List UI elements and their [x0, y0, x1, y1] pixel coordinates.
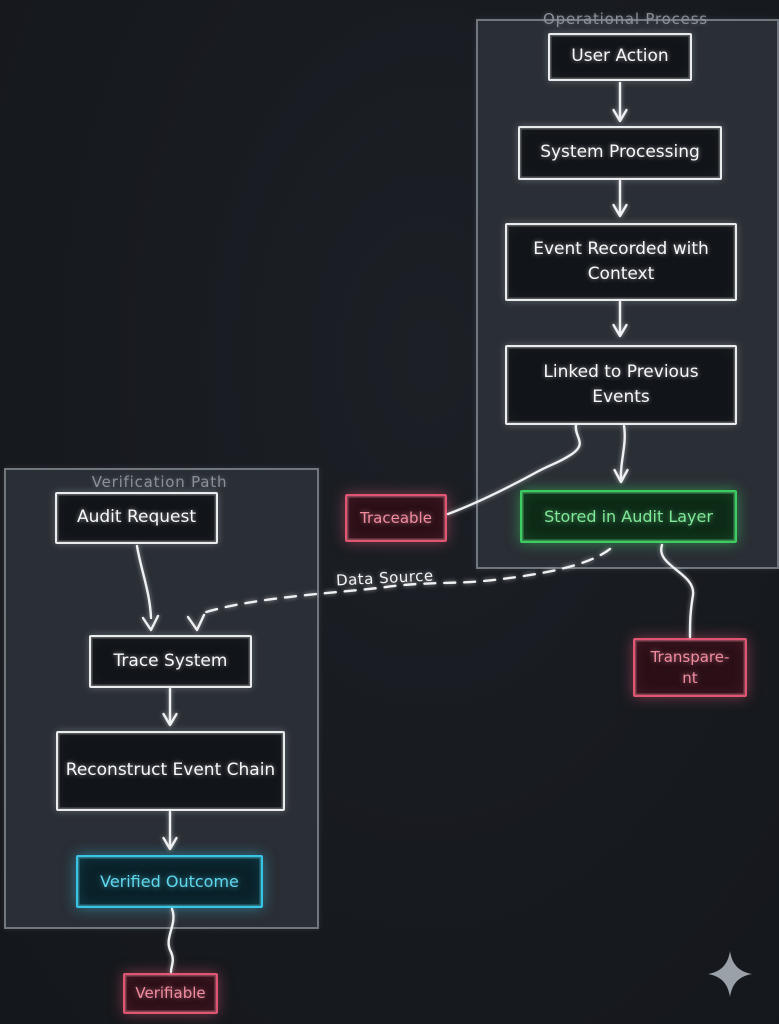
node-user-action: User Action: [548, 33, 692, 81]
group-verification-path: [4, 468, 319, 929]
node-system-processing: System Processing: [518, 126, 722, 180]
node-traceable: Traceable: [345, 494, 447, 542]
node-verified-outcome: Verified Outcome: [76, 855, 263, 908]
sparkle-icon: [708, 951, 752, 997]
node-trace-system: Trace System: [89, 635, 252, 688]
node-stored-in-audit-layer: Stored in Audit Layer: [520, 490, 737, 543]
node-linked-to-previous-events: Linked to Previous Events: [505, 345, 737, 425]
edge-label-data-source: Data Source: [335, 566, 435, 590]
node-verifiable: Verifiable: [123, 973, 218, 1014]
node-audit-request: Audit Request: [55, 492, 218, 544]
group-verification-path-title: Verification Path: [91, 473, 228, 491]
group-operational-process-title: Operational Process: [543, 10, 708, 28]
node-transparent: Transpare- nt: [633, 638, 747, 697]
node-event-recorded-with-context: Event Recorded with Context: [505, 223, 737, 301]
node-reconstruct-event-chain: Reconstruct Event Chain: [56, 731, 285, 811]
